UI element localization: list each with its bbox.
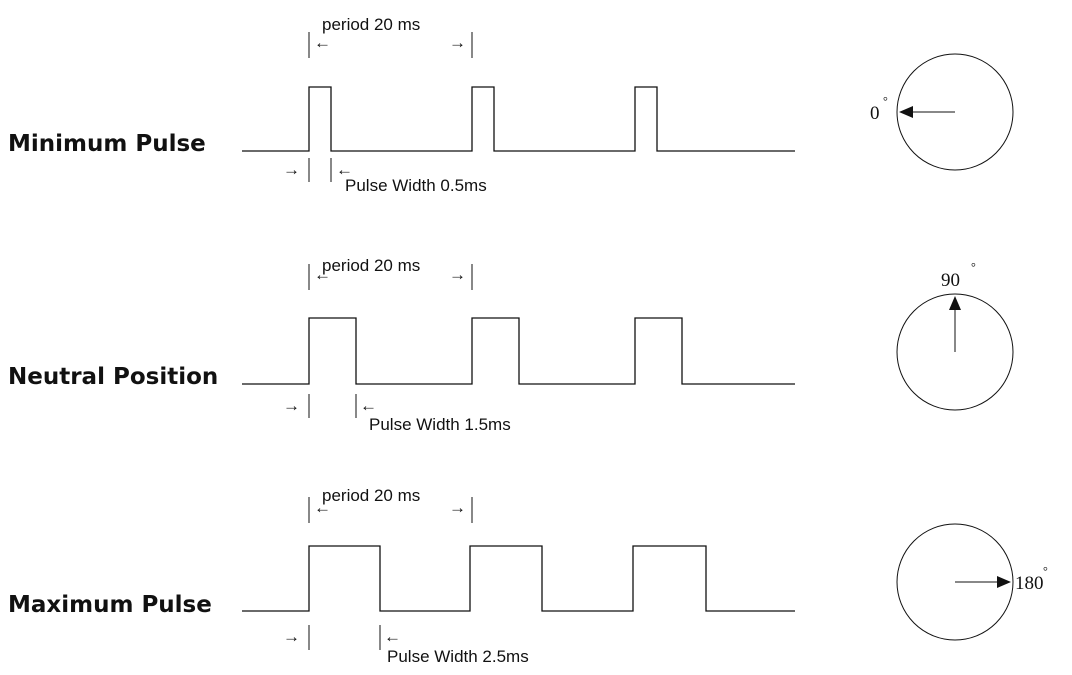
pulse-waveform — [242, 86, 795, 152]
period-label: period 20 ms — [322, 15, 420, 34]
dial-arrowhead-icon — [997, 576, 1011, 588]
arrow-left-icon: ← — [314, 265, 331, 284]
period-bracket-neutral: ← → period 20 ms — [308, 256, 473, 290]
arrow-left-icon: ← — [384, 627, 401, 646]
arrow-left-icon: ← — [314, 33, 331, 52]
pulse-width-label: Pulse Width 1.5ms — [369, 415, 511, 434]
period-label: period 20 ms — [322, 256, 420, 275]
pulse-width-label: Pulse Width 0.5ms — [345, 176, 487, 195]
dial-circle — [896, 53, 1014, 171]
arrow-right-icon: → — [449, 33, 466, 52]
row-neutral-position: Neutral Position ← → period 20 ms → ← Pu… — [8, 256, 1014, 434]
degree-symbol: ° — [971, 260, 976, 274]
degree-symbol: ° — [1043, 564, 1048, 578]
angle-value: 0 — [870, 103, 880, 124]
arrow-right-icon: → — [449, 265, 466, 284]
width-bracket-maximum: → ← Pulse Width 2.5ms — [283, 625, 529, 666]
servo-dial-maximum: 180 ° — [896, 523, 1048, 641]
degree-symbol: ° — [883, 94, 888, 108]
row-label-neutral-position: Neutral Position — [8, 364, 218, 390]
row-minimum-pulse: Minimum Pulse ← → period 20 ms → ← Pulse… — [8, 15, 1014, 195]
servo-dial-neutral: 90 ° — [896, 260, 1014, 411]
arrow-left-icon: ← — [314, 498, 331, 517]
row-label-minimum-pulse: Minimum Pulse — [8, 131, 206, 157]
width-bracket-minimum: → ← Pulse Width 0.5ms — [283, 158, 487, 195]
period-label: period 20 ms — [322, 486, 420, 505]
dial-circle — [896, 523, 1014, 641]
period-bracket-maximum: ← → period 20 ms — [308, 486, 473, 523]
dial-arrowhead-icon — [949, 296, 961, 310]
dial-arrowhead-icon — [899, 106, 913, 118]
width-bracket-neutral: → ← Pulse Width 1.5ms — [283, 394, 511, 434]
angle-value: 180 — [1015, 573, 1044, 594]
pulse-width-label: Pulse Width 2.5ms — [387, 647, 529, 666]
servo-dial-minimum: 0 ° — [870, 53, 1014, 171]
arrow-right-icon: → — [283, 160, 300, 179]
row-label-maximum-pulse: Maximum Pulse — [8, 592, 212, 618]
pulse-waveform — [242, 317, 795, 385]
row-maximum-pulse: Maximum Pulse ← → period 20 ms → ← Pulse… — [8, 486, 1048, 666]
dial-circle — [896, 293, 1014, 411]
arrow-right-icon: → — [449, 498, 466, 517]
period-bracket-minimum: ← → period 20 ms — [308, 15, 473, 58]
arrow-right-icon: → — [283, 627, 300, 646]
pulse-waveform — [242, 545, 795, 612]
arrow-left-icon: ← — [336, 160, 353, 179]
arrow-left-icon: ← — [360, 396, 377, 415]
arrow-right-icon: → — [283, 396, 300, 415]
angle-value: 90 — [941, 270, 960, 291]
